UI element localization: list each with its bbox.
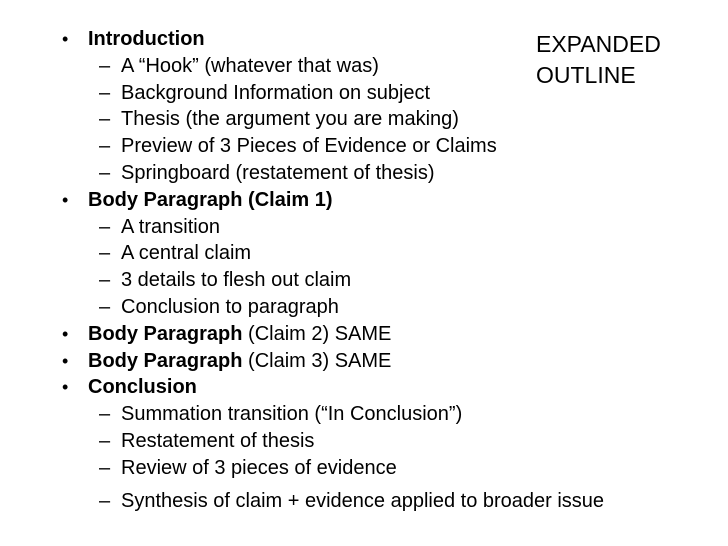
text-run: Summation transition (“In Conclusion”)	[121, 403, 463, 426]
text-run: (Claim 3) SAME	[248, 349, 392, 372]
dash-icon: –	[99, 81, 111, 104]
text-run: Body Paragraph (Claim 1)	[88, 188, 333, 211]
dash-icon: –	[99, 242, 111, 265]
dash-icon: –	[99, 54, 111, 77]
text-run: A transition	[121, 215, 220, 238]
outline-item-text: Restatement of thesis	[121, 428, 314, 455]
dash-icon: –	[99, 161, 111, 184]
outline-item-text: Review of 3 pieces of evidence	[121, 455, 397, 482]
text-run: Review of 3 pieces of evidence	[121, 456, 397, 479]
dash-icon: –	[99, 456, 111, 479]
outline-item-level-2: –3 details to flesh out claim	[0, 267, 726, 294]
outline-item-text: Conclusion to paragraph	[121, 294, 339, 321]
text-run: Restatement of thesis	[121, 429, 315, 452]
slide-title: EXPANDED OUTLINE	[536, 29, 661, 91]
text-run: A central claim	[121, 242, 252, 265]
outline-item-text: Preview of 3 Pieces of Evidence or Claim…	[121, 133, 497, 160]
outline-item-text: 3 details to flesh out claim	[121, 267, 351, 294]
outline-item-text: Springboard (restatement of thesis)	[121, 160, 435, 187]
text-run: Background Information on subject	[121, 81, 431, 104]
outline-item-level-2: –Preview of 3 Pieces of Evidence or Clai…	[0, 133, 726, 160]
outline-item-text: Introduction	[88, 26, 205, 53]
text-run: Introduction	[88, 28, 205, 50]
outline-item-text: Body Paragraph (Claim 1)	[88, 187, 333, 214]
bullet-icon: •	[62, 323, 69, 344]
outline-item-level-2: –Conclusion to paragraph	[0, 294, 726, 321]
outline-item-level-2: –Review of 3 pieces of evidence	[0, 455, 726, 482]
dash-icon: –	[99, 489, 111, 512]
dash-icon: –	[99, 295, 111, 318]
outline-item-text: Body Paragraph (Claim 3) SAME	[88, 348, 391, 375]
dash-icon: –	[99, 215, 111, 238]
outline-item-text: Summation transition (“In Conclusion”)	[121, 401, 462, 428]
text-run: Preview of 3 Pieces of Evidence or Claim…	[121, 135, 497, 158]
outline-item-level-2: –Springboard (restatement of thesis)	[0, 160, 726, 187]
text-run: Synthesis of claim + evidence applied to…	[121, 489, 605, 512]
outline-item-level-1: • Conclusion	[0, 374, 726, 401]
bullet-icon: •	[62, 377, 69, 398]
outline-item-level-2: –Restatement of thesis	[0, 428, 726, 455]
outline-item-text: Body Paragraph (Claim 2) SAME	[88, 321, 391, 348]
text-run: Thesis (the argument you are making)	[121, 108, 459, 131]
outline-item-text: A “Hook” (whatever that was)	[121, 53, 379, 80]
outline-item-level-1: • Body Paragraph (Claim 1)	[0, 187, 726, 214]
slide-title-line-1: EXPANDED	[536, 31, 661, 57]
outline-list: •Introduction–A “Hook” (whatever that wa…	[0, 26, 726, 514]
outline-item-text: A central claim	[121, 240, 251, 267]
outline-item-text: Conclusion	[88, 374, 197, 401]
text-run: Body Paragraph	[88, 349, 249, 372]
outline-item-text: Synthesis of claim + evidence applied to…	[121, 488, 604, 515]
bullet-icon: •	[62, 189, 69, 210]
outline-item-level-2: –Thesis (the argument you are making)	[0, 106, 726, 133]
outline-item-level-2: –A transition	[0, 214, 726, 241]
dash-icon: –	[99, 108, 111, 131]
outline-item-text: A transition	[121, 214, 220, 241]
outline-item-level-1: • Body Paragraph (Claim 2) SAME	[0, 321, 726, 348]
outline-item-text: Background Information on subject	[121, 80, 430, 107]
dash-icon: –	[99, 269, 111, 292]
text-run: (Claim 2) SAME	[248, 322, 392, 345]
text-run: Conclusion to paragraph	[121, 295, 339, 318]
dash-icon: –	[99, 135, 111, 158]
outline-item-level-2: –Synthesis of claim + evidence applied t…	[0, 488, 726, 515]
text-run: Springboard (restatement of thesis)	[121, 161, 435, 184]
dash-icon: –	[99, 403, 111, 426]
text-run: A “Hook” (whatever that was)	[121, 54, 379, 77]
outline-item-level-1: • Body Paragraph (Claim 3) SAME	[0, 348, 726, 375]
outline-item-level-2: –A “Hook” (whatever that was)	[0, 53, 726, 80]
outline-item-text: Thesis (the argument you are making)	[121, 106, 459, 133]
outline-item-level-2: –Summation transition (“In Conclusion”)	[0, 401, 726, 428]
dash-icon: –	[99, 429, 111, 452]
bullet-icon: •	[62, 350, 69, 371]
outline-item-level-2: –Background Information on subject	[0, 80, 726, 107]
text-run: Body Paragraph	[88, 322, 249, 345]
text-run: 3 details to flesh out claim	[121, 269, 352, 292]
outline-item-level-1: • Introduction	[0, 26, 726, 53]
text-run: Conclusion	[88, 376, 197, 399]
slide-title-line-2: OUTLINE	[536, 62, 636, 88]
outline-item-level-2: –A central claim	[0, 240, 726, 267]
bullet-icon: •	[62, 29, 69, 49]
